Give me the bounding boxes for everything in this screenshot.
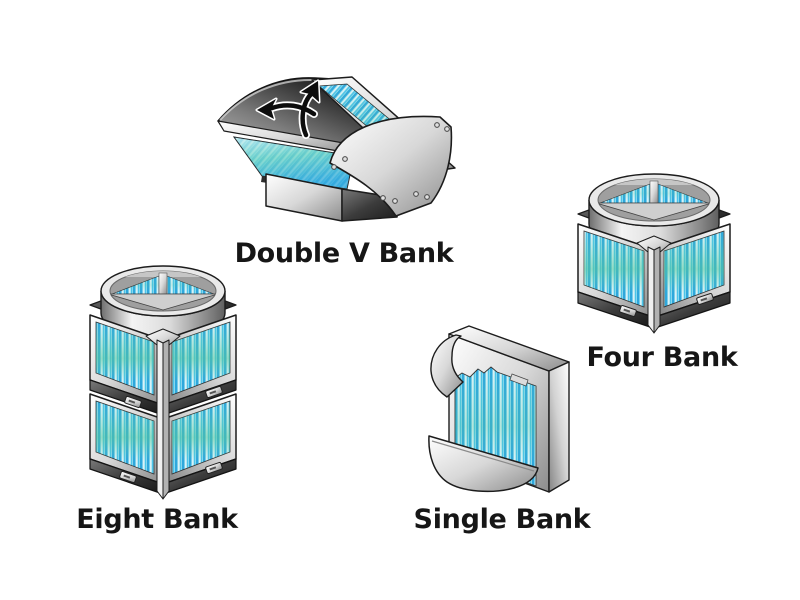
- tier1-left-filter: [89, 314, 161, 405]
- double-v-bank-illustration: [217, 76, 456, 222]
- right-face-filter: [657, 223, 731, 317]
- collar-cylinder: [588, 173, 720, 251]
- tier2-left-filter: [89, 393, 161, 484]
- single-bank-label: Single Bank: [413, 504, 591, 535]
- left-filter-panel: [217, 120, 356, 195]
- airflow-arrows: [255, 79, 321, 139]
- duct-face-bottom-piece: [428, 435, 539, 493]
- tier2-right-filter: [165, 393, 237, 484]
- single-bank-illustration: [428, 325, 570, 493]
- center-corner-edge: [145, 328, 181, 500]
- four-bank-label: Four Bank: [586, 342, 738, 373]
- left-face-filter: [577, 223, 651, 317]
- eight-bank-illustration: [89, 265, 237, 500]
- collar-interior-v-filters: [598, 179, 710, 221]
- collar-interior-v-filters: [110, 271, 216, 311]
- duct-face-top-piece: [430, 334, 464, 398]
- collar-cylinder: [100, 265, 226, 339]
- four-bank-illustration: [577, 173, 731, 334]
- eight-bank-label: Eight Bank: [76, 504, 238, 535]
- tier1-right-filter: [165, 314, 237, 405]
- double-v-bank-label: Double V Bank: [234, 238, 454, 269]
- side-plate: [329, 115, 453, 217]
- center-corner-edge: [636, 235, 672, 334]
